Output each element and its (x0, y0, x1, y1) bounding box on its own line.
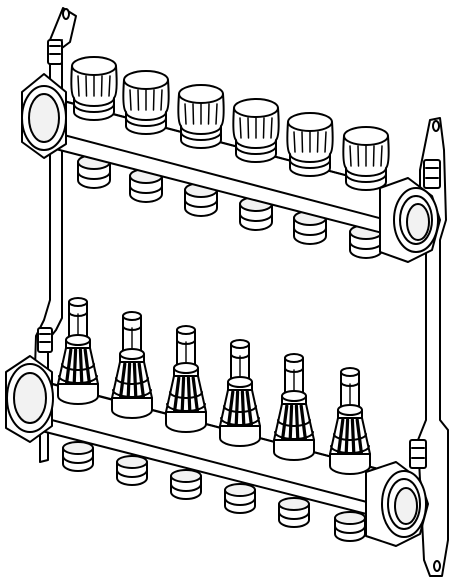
lower-flow-meters (57, 297, 371, 475)
lower-flow-meter (329, 367, 371, 475)
lower-outlet-stub (334, 511, 366, 542)
upper-valve-cap (232, 98, 280, 163)
upper-right-end-connector (379, 177, 441, 263)
upper-valve-cap (342, 126, 390, 191)
lower-outlet-stub (116, 455, 148, 486)
lower-outlet-stub (170, 469, 202, 500)
upper-valve-caps (70, 56, 390, 191)
lower-outlet-stub (62, 441, 94, 472)
lower-outlet-stub (224, 483, 256, 514)
lower-right-end-connector (365, 461, 429, 547)
lower-left-end-connector (5, 355, 54, 443)
upper-outlet-stub (239, 196, 273, 231)
left-bracket-clip-bottom (37, 327, 53, 353)
left-bracket-clip-top (47, 39, 63, 65)
lower-outlet-stubs (62, 441, 366, 542)
left-bracket-slot-top (62, 8, 70, 20)
upper-valve-cap (286, 112, 334, 177)
lower-flow-meter (165, 325, 207, 433)
lower-flow-meter (219, 339, 261, 447)
right-bracket-slot-bottom (433, 560, 441, 572)
lower-flow-meter (111, 311, 153, 419)
lower-outlet-stub (278, 497, 310, 528)
upper-valve-cap (177, 84, 225, 149)
lower-flow-meter (273, 353, 315, 461)
upper-left-end-connector (21, 73, 67, 159)
right-bracket-slot-top (432, 120, 440, 132)
right-bracket-clip-top (423, 159, 441, 189)
upper-valve-cap (70, 56, 118, 121)
lower-flow-meter (57, 297, 99, 405)
right-bracket-clip-bottom (409, 439, 427, 469)
upper-valve-cap (122, 70, 170, 135)
